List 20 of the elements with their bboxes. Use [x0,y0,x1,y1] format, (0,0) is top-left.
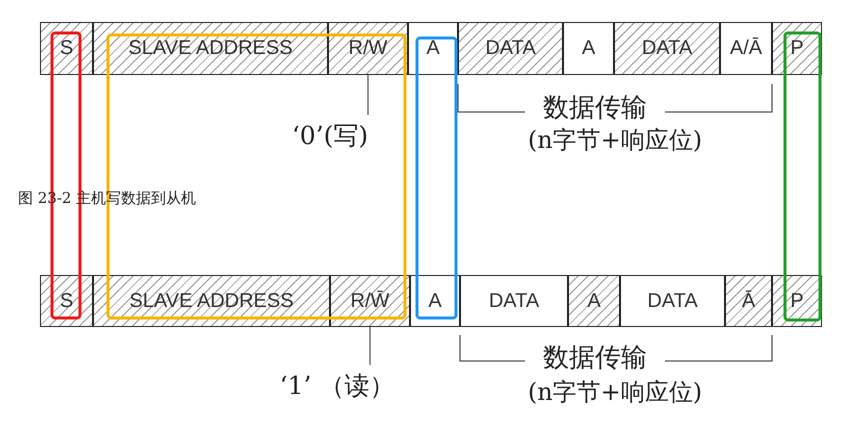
field-cell: A/Ā [720,22,772,75]
bit-value-label: ‘0’(写) [262,115,398,155]
bracket-label: 数据传输 [543,92,647,125]
field-cell: A [568,275,620,327]
field-cell: SLAVE ADDRESS [93,275,330,327]
field-cell: R/W [328,22,408,75]
field-cell: Ā [725,275,772,327]
field-cell: DATA [460,275,568,327]
field-cell: R/W̄ [330,275,410,327]
field-cell: A [563,22,614,75]
field-cell: SLAVE ADDRESS [93,22,328,75]
bit-value-label: ‘1’ （读） [262,365,412,405]
bracket-label: 数据传输 [543,342,647,375]
field-cell: DATA [614,22,720,75]
bracket-label: (n字节+响应位) [528,125,702,156]
bracket-label: (n字节+响应位) [528,377,702,408]
field-cell: DATA [620,275,725,327]
field-cell: DATA [458,22,563,75]
leader-line [369,327,371,365]
leader-line [367,75,369,115]
